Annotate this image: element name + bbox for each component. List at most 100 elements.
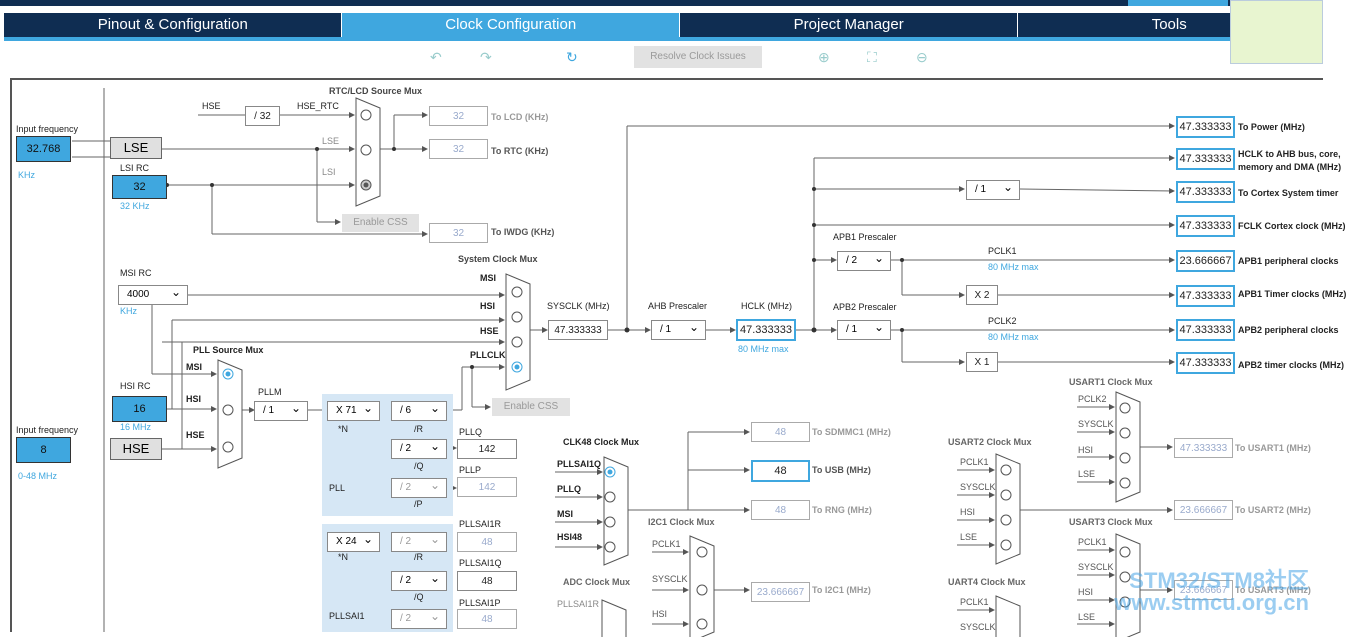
apb1-prescaler-select[interactable]: / 2 <box>837 249 891 271</box>
pllsai1q-select[interactable]: / 2 <box>391 569 447 591</box>
hsi-label: HSI RC <box>120 381 151 391</box>
pllsai1q-value: 48 <box>457 571 517 591</box>
apb2-prescaler-select[interactable]: / 1 <box>837 318 891 340</box>
pll-hsi-label: HSI <box>186 394 202 404</box>
output-cortex-timer-label: To Cortex System timer <box>1238 188 1339 198</box>
i2c1-in-pclk1: PCLK1 <box>652 539 681 549</box>
pllq-value: 142 <box>457 439 517 459</box>
usart1-in-hsi: HSI <box>1078 445 1094 455</box>
usart2-in-sysclk: SYSCLK <box>960 482 996 492</box>
usart3-in-pclk1: PCLK1 <box>1078 537 1107 547</box>
pll-mux-title: PLL Source Mux <box>193 345 264 355</box>
usb-output: 48 <box>751 460 810 482</box>
pllq-div-label: /Q <box>414 461 424 471</box>
lcd-label: To LCD (KHz) <box>491 112 549 122</box>
output-apb2-periph-label: APB2 peripheral clocks <box>1238 325 1339 335</box>
zoom-in-icon[interactable]: ⊕ <box>818 49 830 65</box>
rtc-hse-label: HSE <box>202 101 221 111</box>
pllq-label: PLLQ <box>459 427 483 437</box>
usart3-mux-title: USART3 Clock Mux <box>1069 517 1153 527</box>
pllsai1r-value: 48 <box>457 532 517 552</box>
i2c1-label: To I2C1 (MHz) <box>812 585 871 595</box>
rtc-mux-title: RTC/LCD Source Mux <box>329 86 423 96</box>
sys-msi-label: MSI <box>480 273 497 283</box>
ahb-prescaler-select[interactable]: / 1 <box>651 318 706 340</box>
sys-enable-css-button[interactable]: Enable CSS <box>492 398 570 416</box>
output-fclk: 47.333333 <box>1176 215 1235 237</box>
pclk1-max: 80 MHz max <box>988 262 1039 272</box>
hsi-unit: 16 MHz <box>120 422 152 432</box>
msi-label: MSI RC <box>120 268 152 278</box>
sysclk-value: 47.333333 <box>548 320 608 340</box>
watermark-line-1: STM32/STM8社区 <box>1129 568 1309 593</box>
tab-project-manager[interactable]: Project Manager <box>679 13 1019 37</box>
hse-range: 0-48 MHz <box>18 471 58 481</box>
pllsai1p-label: PLLSAI1P <box>459 598 501 608</box>
resolve-clock-issues-button[interactable]: Resolve Clock Issues <box>634 46 762 68</box>
apb1-prescaler-label: APB1 Prescaler <box>833 232 897 242</box>
tab-clock[interactable]: Clock Configuration <box>342 13 680 37</box>
hclk-max: 80 MHz max <box>738 344 789 354</box>
hsi-value: 16 <box>112 396 167 422</box>
undo-icon[interactable]: ↶ <box>430 49 442 65</box>
pll-msi-label: MSI <box>186 362 203 372</box>
pllsai1r-select[interactable]: / 2 <box>391 530 447 552</box>
iwdg-label: To IWDG (KHz) <box>491 227 555 237</box>
lse-freq-input[interactable]: 32.768 <box>16 136 71 162</box>
rtc-enable-css-button[interactable]: Enable CSS <box>342 214 419 232</box>
usart2-in-lse: LSE <box>960 532 978 542</box>
uart4-in-pclk1: PCLK1 <box>960 597 989 607</box>
usart3-in-hsi: HSI <box>1078 587 1094 597</box>
zoom-out-icon[interactable]: ⊖ <box>916 49 928 65</box>
pllsai1q-label: PLLSAI1Q <box>459 558 502 568</box>
logo <box>1230 0 1323 64</box>
tab-underline <box>4 37 1321 41</box>
pllsai1p-select[interactable]: / 2 <box>391 607 447 629</box>
usart3-label: To USART3 (MHz) <box>1235 585 1311 595</box>
pllsai1q-div-label: /Q <box>414 592 424 602</box>
sys-pllclk-label: PLLCLK <box>470 350 506 360</box>
redo-icon[interactable]: ↷ <box>480 49 492 65</box>
plln-select[interactable]: X 71 <box>327 399 380 421</box>
clk48-in-hsi48: HSI48 <box>557 532 583 542</box>
fit-icon[interactable]: ⛶ <box>867 49 877 65</box>
usart2-in-pclk1: PCLK1 <box>960 457 989 467</box>
lse-unit: KHz <box>18 170 36 180</box>
tab-pinout[interactable]: Pinout & Configuration <box>4 13 343 37</box>
sdmmc-output: 48 <box>751 422 810 442</box>
rtc-output: 32 <box>429 139 488 159</box>
usart2-in-hsi: HSI <box>960 507 976 517</box>
output-apb2-timer: 47.333333 <box>1176 352 1235 374</box>
output-apb1-timer: 47.333333 <box>1176 285 1235 307</box>
rtc-lse-label: LSE <box>322 136 340 146</box>
pllm-select[interactable]: / 1 <box>254 399 308 421</box>
hse-freq-label: Input frequency <box>16 425 79 435</box>
hse-freq-input[interactable]: 8 <box>16 437 71 463</box>
pllq-select[interactable]: / 2 <box>391 437 447 459</box>
pll-label: PLL <box>329 483 346 493</box>
pllsai1-label: PLLSAI1 <box>329 611 365 621</box>
pllr-select[interactable]: / 6 <box>391 399 447 421</box>
cortex-timer-div-select[interactable]: / 1 <box>966 178 1020 200</box>
pllsai1n-select[interactable]: X 24 <box>327 530 380 552</box>
hse-block: HSE <box>110 438 162 460</box>
pclk2-max: 80 MHz max <box>988 332 1039 342</box>
lsi-label: LSI RC <box>120 163 150 173</box>
output-hclk-ahb: 47.333333 <box>1176 148 1235 170</box>
msi-select[interactable]: 4000 <box>118 283 188 305</box>
lse-block: LSE <box>110 137 162 159</box>
watermark: STM32/STM8社区 www.stmcu.org.cn <box>1114 570 1309 614</box>
hclk-input[interactable]: 47.333333 <box>736 319 796 341</box>
rng-label: To RNG (MHz) <box>812 505 872 515</box>
pllsai1n-label: *N <box>338 552 349 562</box>
clk48-mux-title: CLK48 Clock Mux <box>563 437 640 447</box>
pllp-select[interactable]: / 2 <box>391 476 447 498</box>
usart3-in-sysclk: SYSCLK <box>1078 562 1114 572</box>
apb2-timer-multiplier: X 1 <box>966 352 998 372</box>
refresh-icon[interactable]: ↻ <box>566 49 578 65</box>
pllp-div-label: /P <box>414 499 423 509</box>
ahb-prescaler-label: AHB Prescaler <box>648 301 708 311</box>
adc-in-pllsai1r: PLLSAI1R <box>557 599 600 609</box>
clock-tree-canvas: .bx{position:absolute;height:20px;border… <box>10 78 1346 637</box>
output-hclk-ahb-label: HCLK to AHB bus, core, <box>1238 149 1341 159</box>
